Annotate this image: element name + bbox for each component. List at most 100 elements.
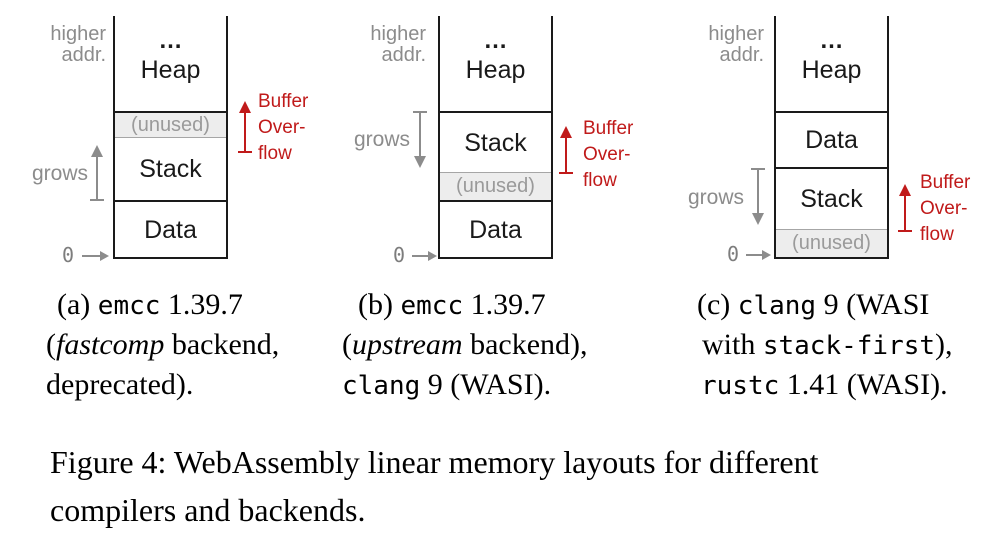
data-section-b: Data	[440, 202, 551, 257]
caption-segment: backend,	[164, 328, 280, 361]
section-divider	[440, 111, 551, 113]
stack-section-c: Stack	[776, 169, 887, 229]
heap-label-a: Heap	[140, 56, 201, 84]
grows-label-a: grows	[31, 162, 88, 185]
subcaption-b-line-2: (upstream backend),	[342, 326, 588, 364]
grows-arrow-shaft	[419, 112, 421, 157]
subcaption-c-line-2: with stack-first),	[702, 326, 953, 365]
memory-column-c: … Heap Data Stack (unused)	[774, 16, 889, 259]
heap-label-c: Heap	[801, 56, 862, 84]
stack-label-c: Stack	[800, 185, 863, 213]
grows-down-arrow-icon	[752, 213, 764, 225]
unused-section-b: (unused)	[440, 172, 551, 200]
caption-segment: with	[702, 328, 763, 361]
caption-segment: deprecated).	[46, 368, 194, 401]
zero-right-arrow-icon	[762, 250, 771, 260]
memory-ellipsis-c: …	[819, 27, 844, 54]
caption-segment: emcc	[97, 291, 161, 321]
subcaption-a-line-1: (a) emcc 1.39.7	[57, 286, 243, 325]
stack-section-b: Stack	[440, 113, 551, 172]
figure-caption-line-1: Figure 4: WebAssembly linear memory layo…	[50, 444, 819, 480]
caption-segment: upstream	[352, 328, 463, 361]
section-divider	[776, 111, 887, 113]
caption-segment: 1.39.7	[160, 288, 243, 321]
unused-section-a: (unused)	[115, 113, 226, 138]
data-label-a: Data	[144, 215, 197, 244]
section-divider	[115, 200, 226, 202]
memory-ellipsis-a: …	[158, 27, 183, 54]
caption-segment: clang	[737, 291, 817, 321]
caption-segment: 9 (WASI	[816, 288, 930, 321]
zero-arrow-shaft	[746, 254, 762, 256]
grows-down-arrow-icon	[414, 156, 426, 168]
zero-address-label-a: 0	[62, 243, 75, 267]
overflow-arrow-shaft	[904, 195, 906, 231]
section-divider	[776, 167, 887, 169]
caption-segment: stack-first	[762, 331, 936, 361]
grows-label-c: grows	[687, 186, 744, 209]
overflow-arrow-base	[559, 172, 573, 174]
memory-column-a: … Heap (unused) Stack Data	[113, 16, 228, 259]
overflow-arrow-base	[238, 151, 252, 153]
caption-segment: (c)	[697, 288, 738, 321]
memory-ellipsis-b: …	[483, 27, 508, 54]
zero-address-label-b: 0	[393, 243, 406, 267]
stack-section-a: Stack	[115, 138, 226, 200]
overflow-arrow-shaft	[565, 137, 567, 173]
grows-arrow-shaft	[96, 155, 98, 201]
caption-segment: emcc	[400, 291, 464, 321]
memory-column-b: … Heap Stack (unused) Data	[438, 16, 553, 259]
caption-segment: (	[342, 328, 352, 361]
data-section-c: Data	[776, 113, 887, 167]
data-label-b: Data	[469, 215, 522, 244]
heap-label-b: Heap	[465, 56, 526, 84]
caption-segment: rustc	[701, 371, 780, 401]
subcaption-b-line-1: (b) emcc 1.39.7	[358, 286, 546, 325]
caption-segment: fastcomp	[56, 328, 165, 361]
caption-segment: (	[46, 328, 56, 361]
data-section-a: Data	[115, 202, 226, 257]
caption-segment: (a)	[57, 288, 98, 321]
higher-address-label-b: higher addr.	[370, 23, 426, 66]
buffer-overflow-label-b: Buffer Over- flow	[583, 118, 634, 191]
zero-address-label-c: 0	[727, 242, 740, 266]
heap-section-c: … Heap	[776, 16, 887, 111]
zero-arrow-shaft	[412, 255, 428, 257]
caption-segment: clang	[342, 371, 421, 401]
subcaption-a-line-2: (fastcomp backend,	[46, 326, 279, 364]
grows-arrow-tail	[90, 199, 104, 201]
overflow-up-arrow-icon	[899, 184, 911, 196]
caption-segment: 1.41 (WASI).	[779, 368, 948, 401]
zero-right-arrow-icon	[428, 251, 437, 261]
grows-up-arrow-icon	[91, 145, 103, 157]
caption-segment: 9 (WASI).	[420, 368, 552, 401]
higher-address-label-a: higher addr.	[50, 23, 106, 66]
data-label-c: Data	[805, 126, 858, 154]
section-divider	[115, 111, 226, 113]
grows-label-b: grows	[353, 128, 410, 151]
caption-segment: ),	[935, 328, 953, 361]
section-divider	[440, 200, 551, 202]
overflow-arrow-base	[898, 230, 912, 232]
subcaption-c-line-1: (c) clang 9 (WASI	[697, 286, 929, 325]
subcaption-a-line-3: deprecated).	[46, 366, 193, 404]
unused-section-c: (unused)	[776, 229, 887, 257]
zero-arrow-shaft	[82, 255, 102, 257]
subcaption-b-line-3: clang 9 (WASI).	[342, 366, 551, 405]
grows-arrow-shaft	[757, 169, 759, 214]
heap-section-b: … Heap	[440, 16, 551, 111]
caption-segment: (b)	[358, 288, 401, 321]
buffer-overflow-label-a: Buffer Over- flow	[258, 91, 309, 164]
higher-address-label-c: higher addr.	[708, 23, 764, 66]
stack-label-a: Stack	[139, 155, 202, 183]
unused-label-a: (unused)	[131, 113, 210, 136]
overflow-arrow-shaft	[244, 112, 246, 153]
unused-label-b: (unused)	[456, 175, 535, 197]
zero-right-arrow-icon	[100, 251, 109, 261]
overflow-up-arrow-icon	[239, 101, 251, 113]
overflow-up-arrow-icon	[560, 126, 572, 138]
caption-segment: backend),	[462, 328, 588, 361]
subcaption-c-line-3: rustc 1.41 (WASI).	[701, 366, 948, 405]
figure-caption-line-2: compilers and backends.	[50, 492, 366, 528]
